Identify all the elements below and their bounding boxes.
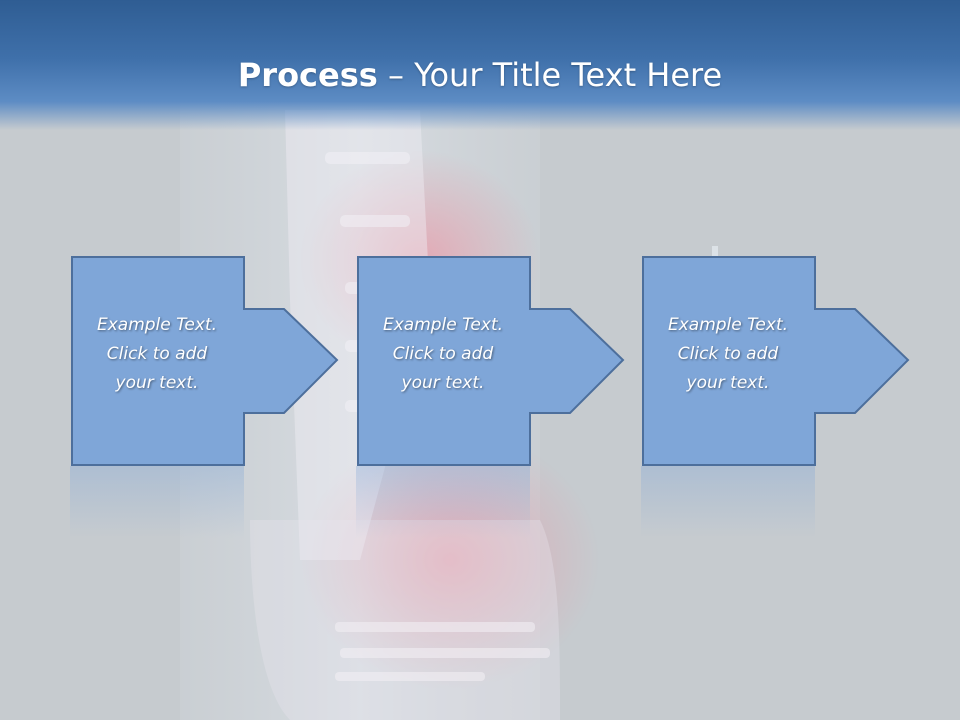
process-step-3-shape	[641, 256, 910, 538]
step-text-line: Click to add	[677, 344, 779, 364]
process-step-1-text[interactable]: Example Text. Click to add your text.	[72, 311, 242, 398]
title-regular-text: – Your Title Text Here	[377, 56, 723, 94]
process-step-2-shape	[356, 256, 625, 538]
step-text-line: Example Text.	[667, 315, 789, 335]
slide-title[interactable]: Process – Your Title Text Here	[0, 54, 960, 96]
step-text-line: Click to add	[392, 344, 494, 364]
process-step-1-shape	[70, 256, 339, 538]
process-step-2[interactable]: Example Text. Click to add your text.	[356, 256, 636, 546]
process-step-1[interactable]: Example Text. Click to add your text.	[70, 256, 350, 546]
step-text-line: Example Text.	[382, 315, 504, 335]
process-step-3-text[interactable]: Example Text. Click to add your text.	[643, 311, 813, 398]
step-text-line: Click to add	[106, 344, 208, 364]
title-bar	[0, 0, 960, 130]
step-text-line: your text.	[115, 373, 199, 393]
step-text-line: your text.	[401, 373, 485, 393]
title-bold-text: Process	[237, 56, 378, 94]
step-text-line: your text.	[686, 373, 770, 393]
process-step-3[interactable]: Example Text. Click to add your text.	[641, 256, 921, 546]
process-step-2-text[interactable]: Example Text. Click to add your text.	[358, 311, 528, 398]
step-text-line: Example Text.	[96, 315, 218, 335]
